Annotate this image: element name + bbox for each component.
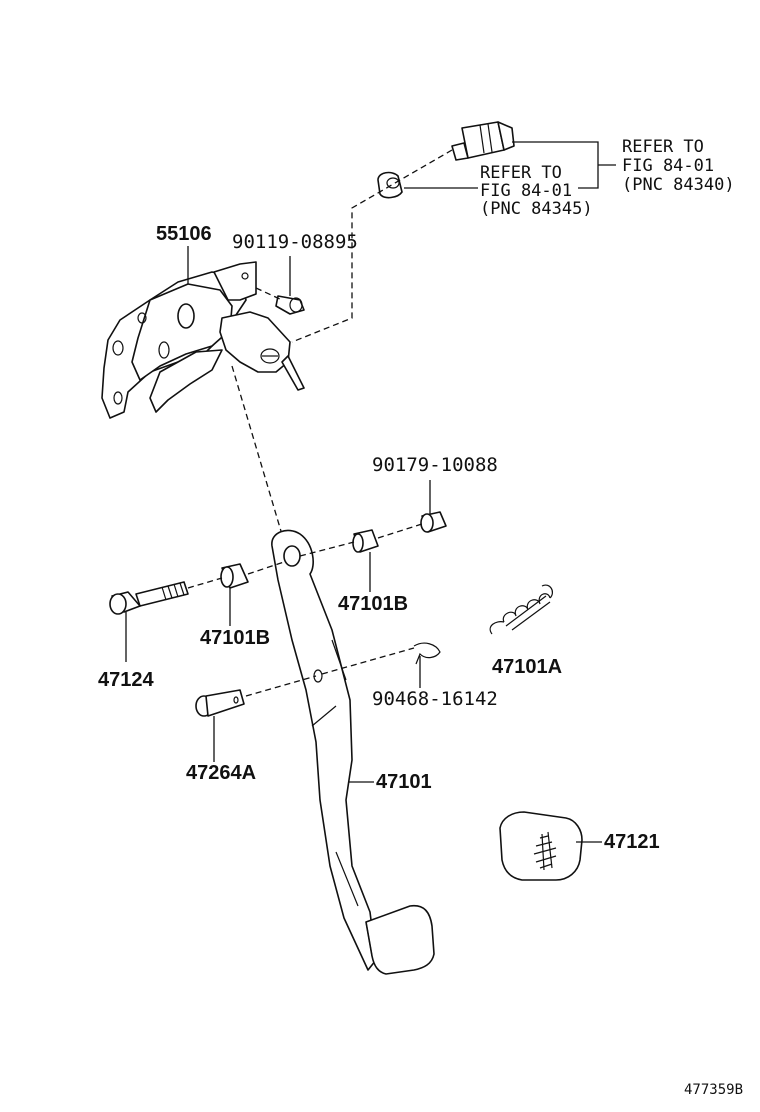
pad-texture-icon — [533, 831, 557, 871]
assembly-line-pin — [245, 647, 415, 697]
pedal-bracket[interactable] — [101, 261, 305, 419]
ref-switch-line2: FIG 84-01 — [622, 156, 714, 176]
ref-cushion-line2: FIG 84-01 — [480, 181, 572, 201]
pedal-pad-47121[interactable] — [499, 811, 583, 881]
ref-cushion-line1: REFER TO — [480, 163, 562, 183]
bolt-90119[interactable] — [275, 295, 305, 315]
ref-cushion-line3: (PNC 84345) — [480, 199, 593, 219]
label-90179-10088: 90179-10088 — [372, 454, 498, 476]
ref-switch-line3: (PNC 84340) — [622, 175, 735, 195]
nut-90179[interactable] — [420, 511, 447, 533]
stopper-cushion[interactable] — [377, 171, 403, 199]
assembly-line-bolt — [255, 287, 283, 301]
label-47101B-right: 47101B — [338, 593, 408, 615]
assembly-line-pivot-left — [187, 561, 285, 589]
return-spring-47101A[interactable] — [489, 584, 554, 635]
figure-id: 477359B — [684, 1082, 743, 1098]
collar-47101B-left[interactable] — [220, 563, 249, 589]
label-47124: 47124 — [98, 669, 154, 691]
label-55106: 55106 — [156, 223, 212, 245]
brake-pedal-arm[interactable] — [271, 529, 377, 971]
label-90119-08895: 90119-08895 — [232, 231, 358, 253]
label-47264A: 47264A — [186, 762, 256, 784]
label-90468-16142: 90468-16142 — [372, 688, 498, 710]
ref-switch-line1: REFER TO — [622, 137, 704, 157]
label-47101A: 47101A — [492, 656, 562, 678]
label-47101: 47101 — [376, 771, 432, 793]
assembly-line-pivot-right — [299, 523, 423, 557]
pedal-pad-installed — [365, 904, 435, 975]
assembly-line-switch — [291, 149, 453, 343]
clip-90468[interactable] — [413, 642, 441, 665]
bolt-47124[interactable] — [109, 581, 189, 615]
label-47101B-left: 47101B — [200, 627, 270, 649]
assembly-line-bracket-pedal — [231, 365, 287, 549]
clevis-pin-47264A[interactable] — [195, 689, 245, 717]
label-47121: 47121 — [604, 831, 660, 853]
collar-47101B-right[interactable] — [352, 529, 379, 553]
stop-lamp-switch[interactable] — [451, 121, 515, 161]
